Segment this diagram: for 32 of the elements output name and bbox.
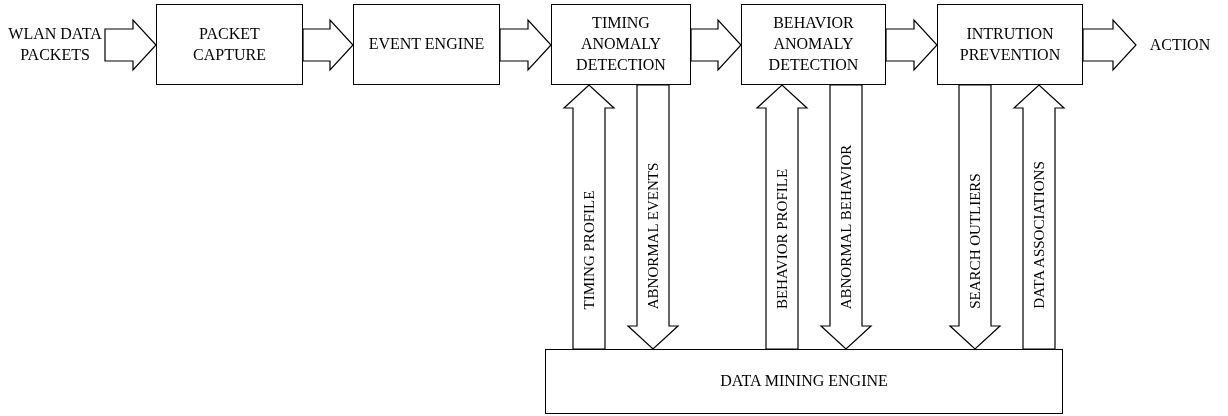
process-box xyxy=(937,4,1083,85)
process-box xyxy=(156,4,303,85)
block-arrow xyxy=(1012,84,1066,350)
block-arrow xyxy=(562,84,616,350)
box-label: INTRUTION PREVENTION xyxy=(958,23,1062,65)
block-arrow xyxy=(1082,18,1137,72)
process-box xyxy=(545,349,1063,414)
input-label: WLAN DATA PACKETS xyxy=(7,24,103,65)
edge-label: DATA ASSOCIATIONS xyxy=(1031,161,1047,309)
edge-label: ABNORMAL BEHAVIOR xyxy=(838,144,854,309)
edge-label: TIMING PROFILE xyxy=(581,190,597,309)
box-label: BEHAVIOR ANOMALY DETECTION xyxy=(767,13,860,75)
block-arrow xyxy=(626,84,680,350)
block-arrow xyxy=(885,18,938,72)
block-arrow xyxy=(690,18,742,72)
output-label: ACTION xyxy=(1149,34,1211,55)
process-box xyxy=(741,4,886,85)
box-label: EVENT ENGINE xyxy=(368,34,485,55)
block-arrow xyxy=(755,84,809,350)
block-arrow xyxy=(302,18,354,72)
box-label: DATA MINING ENGINE xyxy=(720,371,888,392)
process-box xyxy=(551,4,691,85)
process-box xyxy=(353,4,500,85)
block-arrow xyxy=(819,84,873,350)
block-arrow xyxy=(104,18,157,72)
edge-label: SEARCH OUTLIERS xyxy=(967,173,983,309)
box-label: PACKET CAPTURE xyxy=(192,23,267,65)
box-label: TIMING ANOMALY DETECTION xyxy=(575,13,667,75)
block-arrow xyxy=(499,18,552,72)
edge-label: ABNORMAL EVENTS xyxy=(645,162,661,309)
block-arrow xyxy=(948,84,1002,350)
edge-label: BEHAVIOR PROFILE xyxy=(774,168,790,309)
